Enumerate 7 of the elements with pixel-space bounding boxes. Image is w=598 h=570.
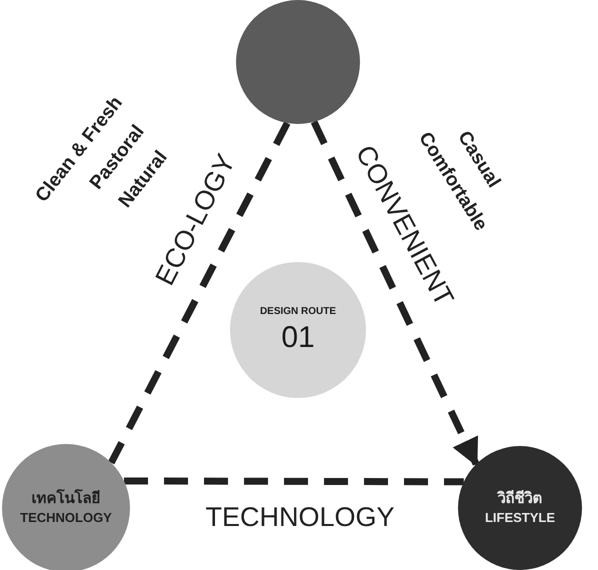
dashed-arrow [310, 120, 480, 467]
circle-title: เทคโนโลยี [32, 490, 100, 508]
route-number: 01 [281, 321, 315, 354]
circle-title: วิถีชีวิต [498, 490, 542, 508]
circle-title: LIFESTYLE [484, 511, 556, 526]
circle-title: TECHNOLOGY [20, 511, 112, 526]
circle-title: DESIGN ROUTE [260, 306, 336, 317]
